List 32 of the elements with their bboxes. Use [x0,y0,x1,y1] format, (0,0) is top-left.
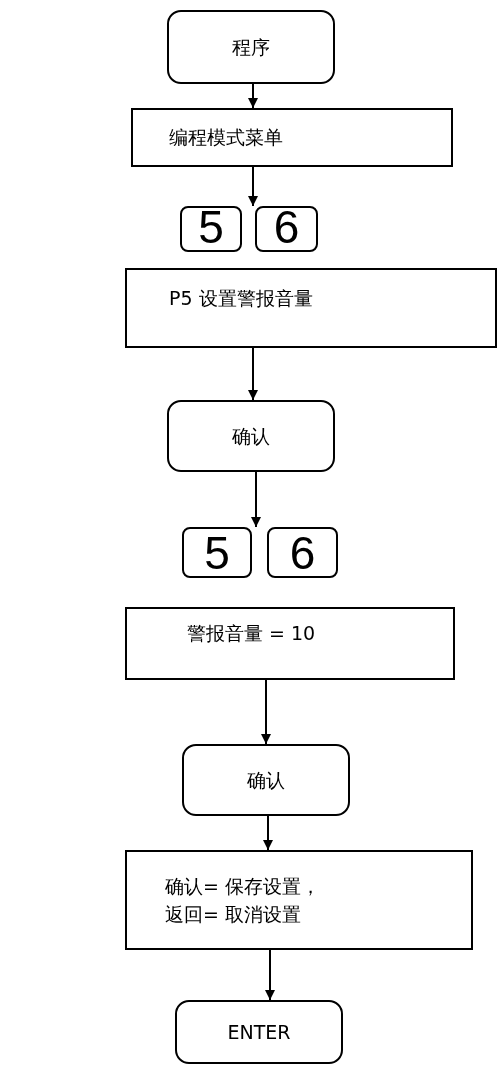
key-cap [255,206,318,252]
node-label: ENTER [227,1019,291,1045]
node-label: 确认 [232,423,270,449]
key-digit: 6 [273,208,300,250]
process-terminal [182,744,350,816]
process-terminal [167,400,335,472]
process-box [125,850,473,950]
node-label: 确认= 保存设置， [165,873,320,899]
node-label: 程序 [232,34,270,60]
process-box [125,268,497,348]
arrow [248,166,258,207]
arrow [248,83,258,109]
node-label: 确认 [247,767,285,793]
node-label: P5 设置警报音量 [169,286,313,311]
end-terminal [175,1000,343,1064]
key-digit: 5 [198,208,224,250]
process-box [131,108,453,167]
node-label: 警报音量 = 10 [187,621,316,646]
key-cap [182,527,252,578]
arrow [251,471,261,528]
node-label: 返回= 取消设置 [165,902,301,927]
arrow [265,949,275,1001]
key-cap [267,527,338,578]
arrow [248,347,258,401]
key-cap [180,206,242,252]
node-label: 编程模式菜单 [169,125,283,151]
start-terminal [167,10,335,84]
arrow [261,679,271,745]
key-digit: 5 [204,530,230,576]
process-box [125,607,455,680]
arrow [263,815,273,851]
key-digit: 6 [289,530,316,576]
